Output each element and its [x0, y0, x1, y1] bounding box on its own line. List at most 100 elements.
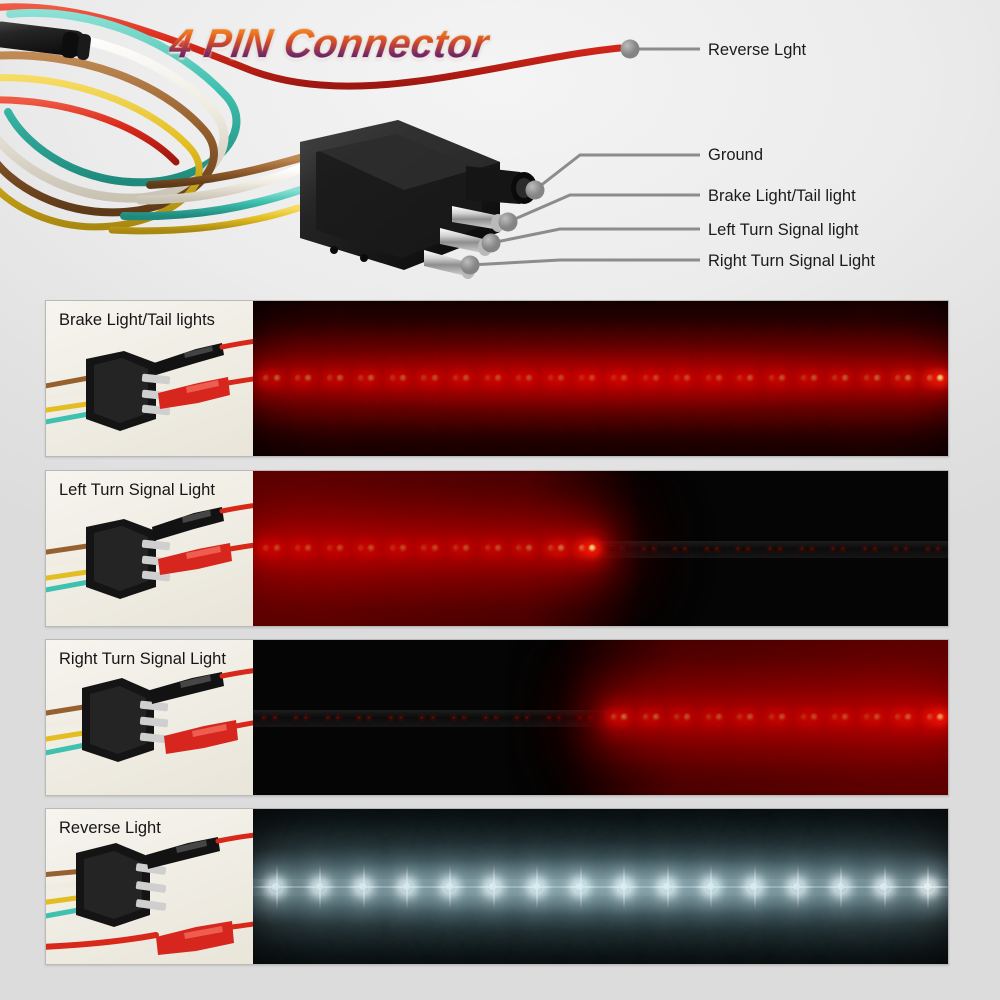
led-unlit [525, 715, 530, 720]
red-alligator-clip [158, 542, 253, 575]
black-alligator-clip [150, 668, 253, 704]
led-unlit [357, 715, 362, 720]
leader-brake [507, 193, 700, 224]
led-starburst [754, 887, 755, 888]
led-lit [935, 713, 945, 722]
callout-dots [460, 39, 640, 275]
led-lit [714, 374, 724, 383]
led-lit [767, 374, 777, 383]
led-lit [304, 374, 314, 383]
led-lit [525, 544, 535, 553]
led-lit [736, 713, 746, 722]
led-lit [588, 544, 598, 553]
leader-ground [534, 153, 700, 192]
demo-row-reverse: Reverse Light [45, 808, 949, 965]
led-unlit [831, 546, 836, 551]
black-clip-lead [219, 338, 253, 350]
brown-wire [46, 542, 97, 555]
led-lit [904, 713, 914, 722]
led-unlit [294, 715, 299, 720]
red-clip-lead [233, 720, 253, 729]
led-unlit [388, 715, 393, 720]
led-unlit [862, 546, 867, 551]
callout-label-ground: Ground [708, 146, 764, 164]
reverse-dot [620, 39, 640, 59]
row-photo-reverse: Reverse Light [46, 809, 253, 964]
led-lit [335, 374, 345, 383]
led-lit [862, 374, 872, 383]
led-lit [767, 713, 777, 722]
reverse-red-wire [46, 932, 159, 950]
led-unlit [272, 715, 277, 720]
wire-bundle [0, 3, 624, 235]
black-clip-lead [215, 832, 253, 844]
led-lit [272, 544, 282, 553]
ground-dot [525, 180, 545, 200]
callout-label-left-turn: Left Turn Signal light [708, 221, 859, 239]
teal-wire [46, 410, 97, 425]
led-lit [420, 374, 430, 383]
led-unlit [483, 715, 488, 720]
led-starburst [580, 887, 581, 888]
led-lit [388, 544, 398, 553]
led-lit [831, 713, 841, 722]
led-lit [515, 544, 525, 553]
led-lit [556, 544, 566, 553]
demo-row-brake-tail: Brake Light/Tail lights [45, 300, 949, 457]
led-lit [704, 713, 714, 722]
row-label-brake-tail: Brake Light/Tail lights [59, 311, 215, 329]
led-unlit [746, 546, 751, 551]
row-label-reverse: Reverse Light [59, 819, 161, 837]
led-unlit [609, 546, 614, 551]
leader-right-turn [469, 258, 700, 267]
led-starburst [624, 887, 625, 888]
led-lit [430, 544, 440, 553]
led-unlit [841, 546, 846, 551]
led-lit [357, 374, 367, 383]
led-unlit [493, 715, 498, 720]
led-lit [935, 374, 945, 383]
row-photo-brake-tail: Brake Light/Tail lights [46, 301, 253, 456]
white-wire-run [135, 163, 307, 205]
led-unlit [704, 546, 709, 551]
led-unlit [714, 546, 719, 551]
row-photo-right-turn: Right Turn Signal Light [46, 640, 253, 795]
led-lit [556, 374, 566, 383]
page-title: 4 PIN Connector [166, 22, 492, 66]
row-label-left-turn: Left Turn Signal Light [59, 481, 215, 499]
led-lit [420, 544, 430, 553]
led-lit [894, 713, 904, 722]
led-lit [262, 374, 272, 383]
led-lit [651, 374, 661, 383]
callout-leader-lines [469, 47, 700, 267]
led-starburst [841, 887, 842, 888]
led-lit [430, 374, 440, 383]
led-unlit [872, 546, 877, 551]
connector-clip-photo [46, 832, 253, 955]
led-lit [704, 374, 714, 383]
led-starburst [320, 887, 321, 888]
led-lit [294, 544, 304, 553]
led-lit [357, 544, 367, 553]
led-lit [462, 374, 472, 383]
connector-clip-photo [46, 338, 253, 431]
led-lit [641, 713, 651, 722]
teal-wire-run [120, 186, 304, 221]
led-lit [388, 374, 398, 383]
led-lit [841, 713, 851, 722]
led-lit [620, 713, 630, 722]
brown-wire [46, 374, 97, 389]
row-photo-left-turn: Left Turn Signal Light [46, 471, 253, 626]
led-lit [778, 713, 788, 722]
yellow-wire [46, 400, 97, 413]
led-lit [272, 374, 282, 383]
connector-pins [139, 700, 171, 744]
led-lit [862, 713, 872, 722]
led-lit [367, 544, 377, 553]
led-starburst [450, 887, 451, 888]
teal-wire [46, 741, 93, 756]
right-turn-dot [460, 255, 480, 275]
led-lit [262, 544, 272, 553]
led-lit [673, 713, 683, 722]
black-alligator-clip [154, 338, 253, 375]
